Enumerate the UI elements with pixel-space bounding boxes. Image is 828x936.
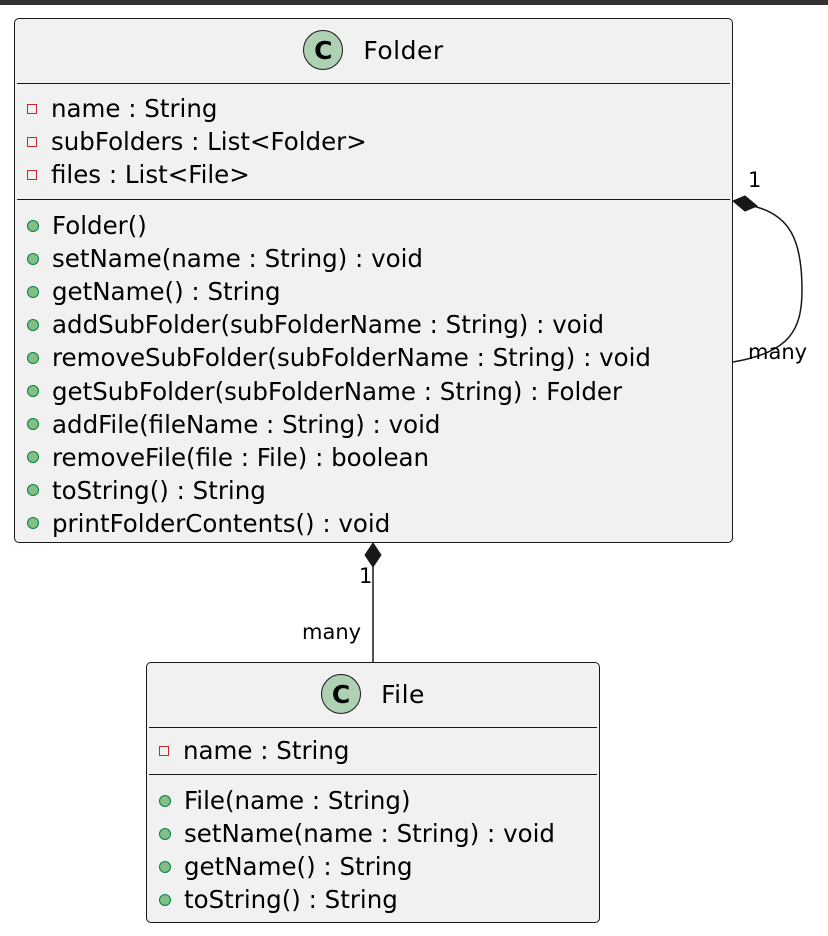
public-icon <box>27 385 39 398</box>
folder-file-composition-diamond <box>364 542 382 568</box>
method-item: printFolderContents() : void <box>27 507 732 540</box>
method-item: toString() : String <box>159 883 599 916</box>
public-icon <box>27 285 39 298</box>
class-file: C File name : String File(name : String)… <box>146 662 600 923</box>
class-badge-icon: C <box>303 30 344 70</box>
public-icon <box>27 219 39 232</box>
class-badge-icon: C <box>321 674 362 714</box>
method-item: File(name : String) <box>159 784 599 817</box>
method-item: getName() : String <box>27 275 732 308</box>
public-icon <box>27 318 39 331</box>
public-icon <box>27 418 39 431</box>
method-item: addFile(fileName : String) : void <box>27 408 732 441</box>
field-item: files : List<File> <box>27 158 732 191</box>
fields-section: name : String subFolders : List<Folder> … <box>15 84 732 199</box>
method-item: addSubFolder(subFolderName : String) : v… <box>27 308 732 341</box>
public-icon <box>159 893 171 906</box>
field-item: name : String <box>159 734 599 767</box>
divider <box>17 83 730 84</box>
self-source-multiplicity: 1 <box>748 168 762 192</box>
method-item: setName(name : String) : void <box>159 817 599 850</box>
public-icon <box>27 252 39 265</box>
field-item: subFolders : List<Folder> <box>27 125 732 158</box>
method-item: Folder() <box>27 209 732 242</box>
method-item: toString() : String <box>27 474 732 507</box>
divider <box>149 774 597 775</box>
public-icon <box>27 517 39 530</box>
divider <box>149 727 597 728</box>
public-icon <box>27 484 39 497</box>
method-item: setName(name : String) : void <box>27 242 732 275</box>
divider <box>17 199 730 200</box>
private-icon <box>27 136 37 147</box>
self-composition-diamond <box>732 195 758 212</box>
methods-section: Folder() setName(name : String) : void g… <box>15 200 732 540</box>
public-icon <box>159 794 171 807</box>
folder-file-target-multiplicity: many <box>302 620 362 644</box>
top-bar <box>0 0 828 5</box>
public-icon <box>27 351 39 364</box>
folder-file-source-multiplicity: 1 <box>359 564 373 588</box>
field-item: name : String <box>27 92 732 125</box>
public-icon <box>159 827 171 840</box>
method-item: getName() : String <box>159 850 599 883</box>
class-name: File <box>381 679 425 709</box>
methods-section: File(name : String) setName(name : Strin… <box>147 775 599 916</box>
private-icon <box>27 103 37 114</box>
method-item: getSubFolder(subFolderName : String) : F… <box>27 374 732 407</box>
private-icon <box>159 745 169 756</box>
class-name: Folder <box>363 35 444 65</box>
private-icon <box>27 169 37 180</box>
method-item: removeSubFolder(subFolderName : String) … <box>27 341 732 374</box>
class-header: C File <box>147 663 599 727</box>
self-composition-line <box>732 205 803 363</box>
public-icon <box>159 860 171 873</box>
class-folder: C Folder name : String subFolders : List… <box>14 18 733 543</box>
public-icon <box>27 451 39 464</box>
class-header: C Folder <box>15 19 732 83</box>
self-target-multiplicity: many <box>748 340 808 364</box>
fields-section: name : String <box>147 728 599 774</box>
method-item: removeFile(file : File) : boolean <box>27 441 732 474</box>
